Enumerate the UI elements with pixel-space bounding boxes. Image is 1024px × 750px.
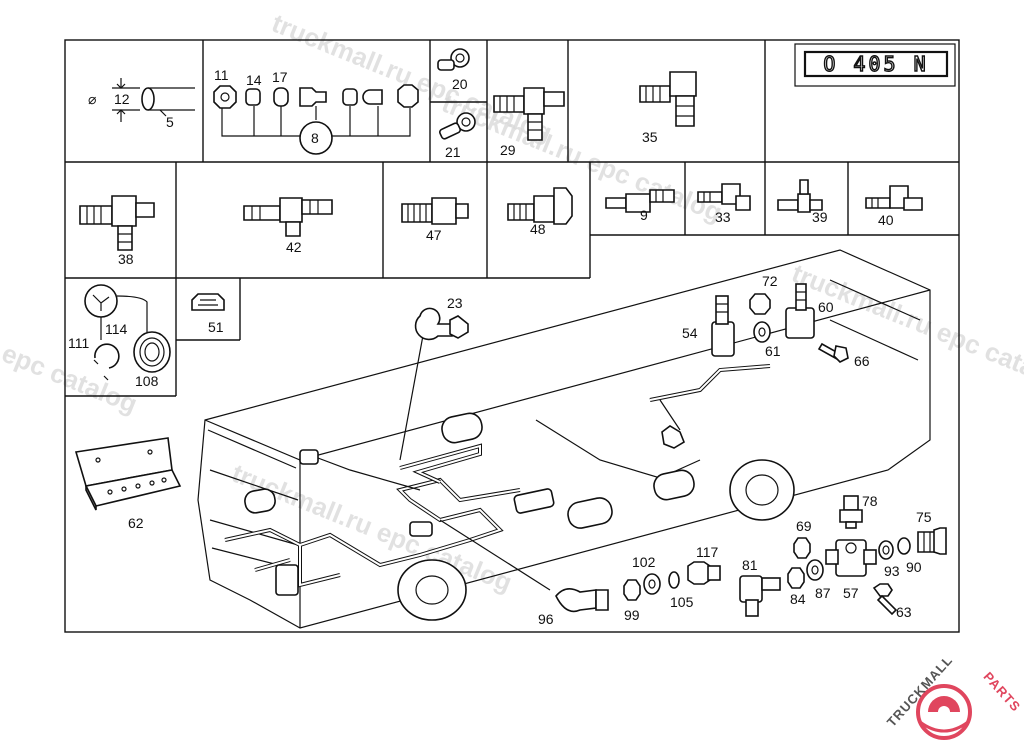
callout-114: 114 xyxy=(105,321,128,337)
part-tee-39: 39 xyxy=(777,179,828,225)
part-elbow-35: 35 xyxy=(639,71,697,145)
callout-69: 69 xyxy=(796,518,812,534)
part-banjo-23: 23 xyxy=(414,295,469,341)
callout-60: 60 xyxy=(818,299,834,315)
callout-17: 17 xyxy=(272,69,288,85)
callout-99: 99 xyxy=(624,607,640,623)
diagram-frame xyxy=(64,39,960,633)
callout-8-circle xyxy=(299,121,333,155)
part-fitting-51: 51 xyxy=(191,293,225,335)
part-tee-42: 42 xyxy=(243,197,333,255)
callout-111: 111 xyxy=(68,335,89,351)
part-nut-84: 84 xyxy=(787,567,806,607)
callout-102: 102 xyxy=(632,554,656,570)
truckmall-logo: TRUCKMALL PARTS xyxy=(884,652,1024,740)
part-banjo-21: 21 xyxy=(439,112,476,160)
callout-72: 72 xyxy=(762,273,778,289)
callout-105: 105 xyxy=(670,594,694,610)
watermark: truckmall.ru epc catalog xyxy=(228,458,517,598)
part-ring-105: 105 xyxy=(668,571,694,610)
part-valve-60: 60 xyxy=(785,283,834,339)
model-badge: O 405 N xyxy=(794,43,956,87)
callout-11: 11 xyxy=(214,67,229,83)
part-nut-69: 69 xyxy=(793,518,812,559)
callout-39: 39 xyxy=(812,209,828,225)
part-elbow-33: 33 xyxy=(697,183,751,225)
callout-54: 54 xyxy=(682,325,698,341)
part-nut-72: 72 xyxy=(749,273,778,315)
callout-63: 63 xyxy=(896,604,912,620)
model-badge-text: O 405 N xyxy=(823,52,928,76)
bus-outline xyxy=(197,249,931,629)
callout-78: 78 xyxy=(862,493,878,509)
callout-48: 48 xyxy=(530,221,546,237)
callout-21: 21 xyxy=(445,144,461,160)
part-washer-90: 90 xyxy=(897,537,922,575)
part-bolt-63: 63 xyxy=(872,583,912,620)
callout-20: 20 xyxy=(452,76,468,92)
callout-57: 57 xyxy=(843,585,859,601)
callout-75: 75 xyxy=(916,509,932,525)
part-elbow-81: 81 xyxy=(739,557,781,617)
part-union-48: 48 xyxy=(507,187,573,237)
callout-23: 23 xyxy=(447,295,463,311)
callout-81: 81 xyxy=(742,557,758,573)
part-bolt-66: 66 xyxy=(817,342,870,369)
part-elbow-96: 96 xyxy=(538,588,609,627)
part-tube: ⌀ 12 5 xyxy=(88,78,195,130)
callout-42: 42 xyxy=(286,239,302,255)
callout-14: 14 xyxy=(246,72,262,88)
callout-108: 108 xyxy=(135,373,159,389)
callout-38: 38 xyxy=(118,251,134,267)
part-union-47: 47 xyxy=(401,197,469,243)
part-set-8: 8 11 14 17 xyxy=(213,67,419,155)
callout-12: 12 xyxy=(114,91,130,107)
parts-grid xyxy=(65,40,959,397)
callout-90: 90 xyxy=(906,559,922,575)
callout-87: 87 xyxy=(815,585,831,601)
callout-84: 84 xyxy=(790,591,806,607)
part-fitting-78: 78 xyxy=(839,493,878,529)
part-cross-57: 57 xyxy=(825,539,877,601)
part-clip-and-seal: 111 114 108 xyxy=(68,284,171,389)
callout-61: 61 xyxy=(765,343,781,359)
callout-33: 33 xyxy=(715,209,731,225)
part-washer-102: 102 xyxy=(632,554,661,595)
callout-29: 29 xyxy=(500,142,516,158)
callout-93: 93 xyxy=(884,563,900,579)
callout-117: 117 xyxy=(696,544,719,560)
callout-51: 51 xyxy=(208,319,224,335)
part-washer-93: 93 xyxy=(878,540,900,579)
callout-5: 5 xyxy=(166,114,174,130)
part-fitting-75: 75 xyxy=(916,509,947,555)
part-elbow-40: 40 xyxy=(865,185,923,228)
part-banjo-20: 20 xyxy=(437,48,470,92)
callout-66: 66 xyxy=(854,353,870,369)
part-washer-87: 87 xyxy=(806,559,831,601)
part-fitting-117: 117 xyxy=(687,544,721,585)
logo-text-accent: PARTS xyxy=(980,669,1023,715)
part-tee-38: 38 xyxy=(79,195,155,267)
callout-62: 62 xyxy=(128,515,144,531)
part-valve-54: 54 xyxy=(682,295,735,357)
part-bracket-62: 62 xyxy=(74,437,182,531)
part-washer-61: 61 xyxy=(753,321,781,359)
callout-9: 9 xyxy=(640,207,648,223)
dimension-symbol: ⌀ xyxy=(88,91,96,107)
callout-96: 96 xyxy=(538,611,554,627)
callout-8: 8 xyxy=(311,130,319,146)
bus-piping xyxy=(224,329,771,596)
callout-40: 40 xyxy=(878,212,894,228)
callout-35: 35 xyxy=(642,129,658,145)
part-nut-99: 99 xyxy=(623,579,641,623)
part-connector-9: 9 xyxy=(605,189,675,223)
callout-47: 47 xyxy=(426,227,442,243)
part-tee-29: 29 xyxy=(493,87,565,158)
